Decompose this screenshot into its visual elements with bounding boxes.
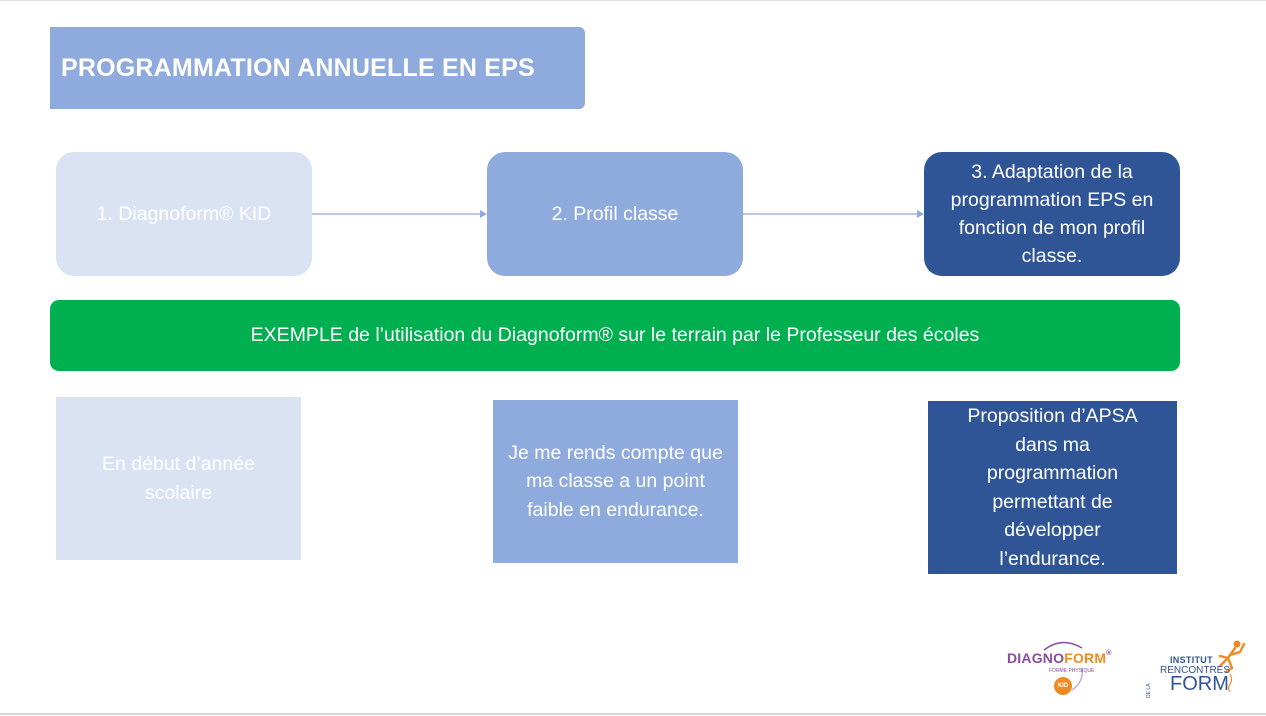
step-1-diagnoform-kid: 1. Diagnoform® KID — [56, 152, 312, 276]
example-banner: EXEMPLE de l’utilisation du Diagnoform® … — [50, 300, 1180, 371]
step-2-label: 2. Profil classe — [551, 203, 679, 225]
diagnoform-registered: ® — [1106, 650, 1112, 657]
diagnoform-word-1: DIAGNO — [1007, 650, 1065, 666]
bottom-divider — [0, 713, 1266, 715]
example-card-3: Proposition d’APSA dans ma programmation… — [928, 401, 1177, 574]
example-banner-text: EXEMPLE de l’utilisation du Diagnoform® … — [250, 324, 980, 346]
example-card-2: Je me rends compte que ma classe a un po… — [493, 400, 738, 563]
diagnoform-wordmark: DIAGNOFORM® — [1007, 650, 1112, 666]
arrow-1-icon — [312, 210, 487, 218]
example-card-1: En début d’année scolaire — [56, 397, 301, 560]
diagnoform-logo: DIAGNOFORM® FORME PHYSIQUE KID — [1004, 638, 1124, 700]
step-2-profil-classe: 2. Profil classe — [487, 152, 743, 276]
arrow-2-icon — [743, 210, 924, 218]
diagnoform-arc-icon — [1043, 641, 1084, 691]
institut-line-3: FORM — [1170, 673, 1229, 695]
institut-line-1: INSTITUT — [1170, 655, 1213, 665]
top-divider — [0, 0, 1266, 1]
institut-logo: INSTITUT RENCONTRES FORM DE LA — [1140, 638, 1250, 700]
institut-side-text: DE LA — [1146, 683, 1152, 698]
institut-line-2: RENCONTRES — [1160, 665, 1231, 676]
title-banner: PROGRAMMATION ANNUELLE EN EPS — [50, 27, 585, 109]
diagnoform-word-2: FORM — [1064, 650, 1107, 666]
kid-badge: KID — [1054, 677, 1072, 695]
diagnoform-tagline: FORME PHYSIQUE — [1049, 668, 1095, 674]
example-card-3-text: Proposition d’APSA dans ma programmation… — [967, 405, 1138, 570]
step-3-label: 3. Adaptation de la programmation EPS en… — [950, 161, 1154, 267]
example-card-2-text: Je me rends compte que ma classe a un po… — [508, 441, 723, 521]
runner-figure-icon — [1218, 640, 1246, 693]
step-1-label: 1. Diagnoform® KID — [96, 203, 272, 225]
step-3-adaptation: 3. Adaptation de la programmation EPS en… — [924, 152, 1180, 276]
page-title: PROGRAMMATION ANNUELLE EN EPS — [61, 54, 535, 82]
example-card-1-text: En début d’année scolaire — [102, 453, 255, 504]
